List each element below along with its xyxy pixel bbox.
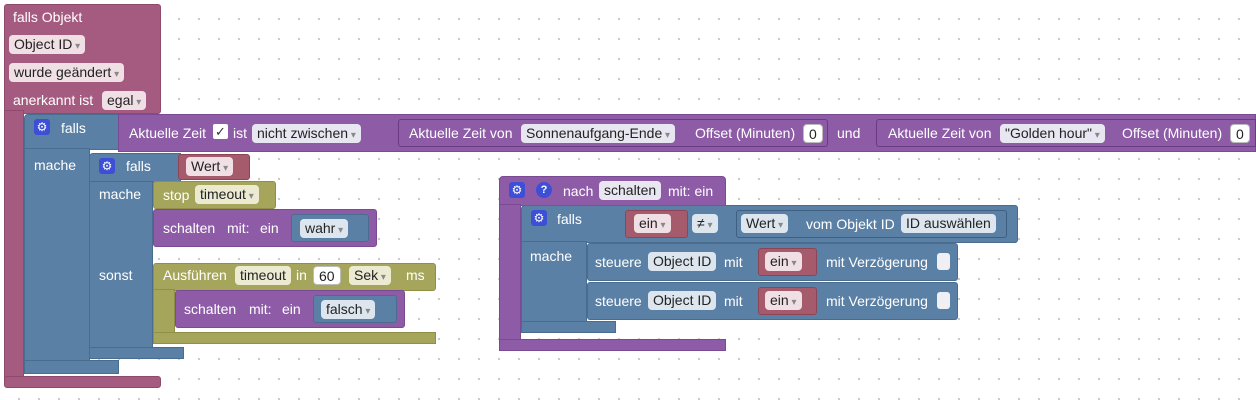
ack-text: egal (107, 92, 134, 108)
call-false-mit: mit: (249, 301, 272, 317)
und-label: und (837, 125, 861, 141)
steuere-object-1[interactable]: Object ID (648, 252, 717, 271)
inner-if-var-text: Wert (191, 158, 221, 174)
get-value-label: vom Objekt ID (806, 216, 895, 232)
function-def-footer (499, 339, 726, 351)
function-help-icon[interactable]: ? (536, 182, 552, 198)
time1-label: Aktuelle Zeit von (409, 125, 513, 141)
inner-if-sonst: sonst (99, 267, 133, 283)
ack-dropdown[interactable]: egal (102, 91, 147, 110)
steuere-delay-1: mit Verzögerung (826, 254, 928, 270)
function-gear-icon[interactable]: ⚙ (509, 182, 525, 198)
offset2-label: Offset (Minuten) (1122, 125, 1223, 141)
timeout-amount-input[interactable]: 60 (313, 266, 341, 285)
inner-if-falls: falls (126, 158, 151, 174)
object-id-text: Object ID (14, 36, 73, 52)
time-current-label: Aktuelle Zeit (129, 125, 207, 141)
time1-text: Sonnenaufgang-Ende (526, 125, 663, 141)
func-if-var-dropdown[interactable]: ein (634, 214, 671, 233)
call-false-value-dropdown[interactable]: falsch (321, 300, 376, 319)
inner-if-spine (89, 181, 153, 351)
func-if-falls: falls (557, 211, 582, 227)
call-false-value-text: falsch (326, 301, 363, 317)
get-value-id-select[interactable]: ID auswählen (901, 214, 996, 233)
call-false-label: schalten (184, 301, 237, 317)
steuere-label-1: steuere (595, 254, 642, 270)
time-operator-dropdown[interactable]: nicht zwischen (252, 124, 361, 143)
stop-var-text: timeout (200, 186, 246, 202)
steuere-mit-1: mit (724, 254, 743, 270)
steuere-delay-checkbox-2[interactable] (937, 292, 950, 309)
timeout-var-field[interactable]: timeout (235, 266, 291, 285)
call-true-mit: mit: (227, 220, 250, 236)
timeout-unit-text: Sek (354, 267, 379, 283)
call-true-ein: ein (260, 220, 279, 236)
func-if-operator-dropdown[interactable]: ≠ (692, 214, 718, 233)
steuere-object-2[interactable]: Object ID (648, 291, 717, 310)
steuere-var-text-1: ein (770, 253, 789, 269)
call-true-value-dropdown[interactable]: wahr (300, 219, 349, 238)
event-title: falls Objekt (13, 9, 83, 25)
trigger-dropdown[interactable]: wurde geändert (9, 63, 125, 82)
inner-if-gear-icon[interactable]: ⚙ (99, 158, 115, 174)
time-checkbox[interactable]: ✓ (213, 124, 228, 139)
inner-if-var-dropdown[interactable]: Wert (186, 157, 234, 176)
inner-if-mache: mache (99, 186, 142, 202)
function-def-spine (499, 204, 521, 344)
get-value-text: Wert (746, 215, 776, 231)
time2-text: "Golden hour" (1005, 125, 1092, 141)
call-false-ein: ein (282, 301, 301, 317)
func-if-spine (521, 241, 587, 325)
object-id-field[interactable]: Object ID (9, 35, 86, 54)
time-ist-label: ist (233, 125, 247, 141)
timeout-label: Ausführen (163, 267, 227, 283)
function-params-label: mit: ein (668, 183, 714, 199)
func-if-var-text: ein (639, 215, 658, 231)
time1-dropdown[interactable]: Sonnenaufgang-Ende (521, 124, 676, 143)
func-if-operator-text: ≠ (697, 215, 705, 231)
timeout-ms-label: ms (406, 267, 425, 283)
outer-if-gear-icon[interactable]: ⚙ (34, 119, 50, 135)
offset2-input[interactable]: 0 (1230, 124, 1250, 143)
event-block-spine (4, 110, 24, 380)
steuere-delay-2: mit Verzögerung (826, 293, 928, 309)
outer-if-falls: falls (61, 120, 86, 136)
func-if-mache: mache (530, 248, 573, 264)
ack-label: anerkannt ist (13, 92, 94, 108)
offset1-input[interactable]: 0 (803, 124, 823, 143)
timeout-block-footer (153, 332, 436, 344)
func-if-footer (521, 321, 616, 333)
inner-if-footer (89, 347, 184, 359)
stop-label: stop (163, 187, 190, 203)
time-operator-text: nicht zwischen (257, 125, 349, 141)
outer-if-footer (24, 360, 119, 374)
steuere-label-2: steuere (595, 293, 642, 309)
timeout-block-spine (153, 289, 175, 335)
time2-dropdown[interactable]: "Golden hour" (1000, 124, 1105, 143)
trigger-text: wurde geändert (14, 64, 112, 80)
outer-if-mache: mache (34, 157, 77, 173)
func-if-gear-icon[interactable]: ⚙ (531, 210, 547, 226)
function-name-field[interactable]: schalten (599, 181, 662, 200)
time2-label: Aktuelle Zeit von (888, 125, 992, 141)
call-true-value-text: wahr (305, 220, 336, 236)
steuere-var-dropdown-2[interactable]: ein (765, 291, 802, 310)
event-block-footer (4, 376, 161, 388)
get-value-dropdown[interactable]: Wert (741, 214, 789, 233)
stop-var-dropdown[interactable]: timeout (195, 185, 259, 204)
steuere-var-dropdown-1[interactable]: ein (765, 252, 802, 271)
offset1-label: Offset (Minuten) (695, 125, 796, 141)
steuere-var-text-2: ein (770, 292, 789, 308)
timeout-unit-dropdown[interactable]: Sek (349, 266, 391, 285)
outer-if-spine (24, 148, 90, 364)
steuere-mit-2: mit (724, 293, 743, 309)
timeout-in-label: in (296, 267, 307, 283)
call-true-label: schalten (163, 220, 216, 236)
steuere-delay-checkbox-1[interactable] (937, 253, 950, 270)
function-nach-label: nach (563, 183, 594, 199)
